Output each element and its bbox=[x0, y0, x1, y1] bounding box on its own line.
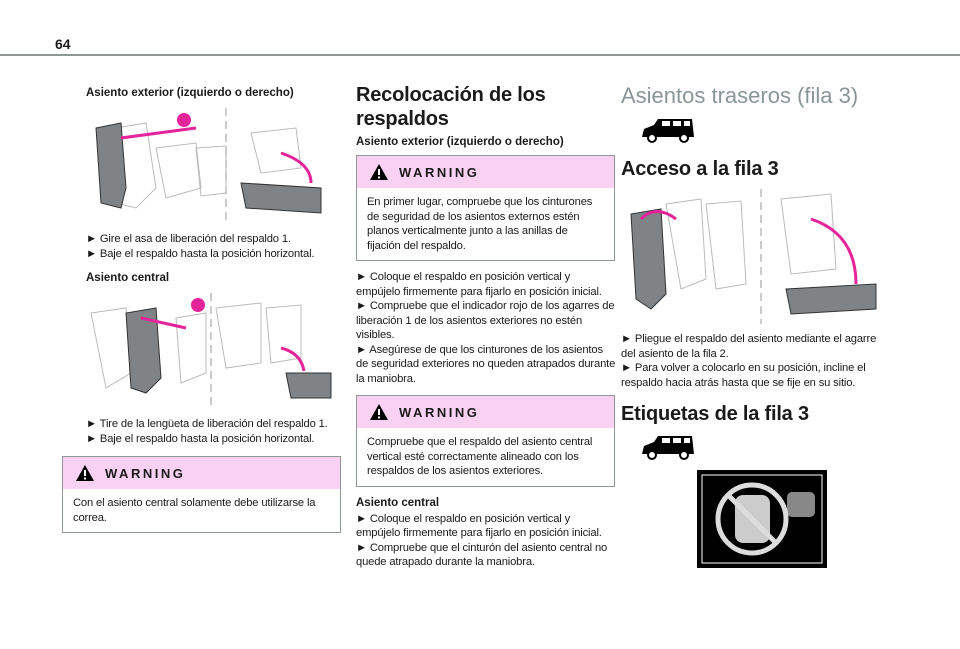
section-title-reposition: Recolocación de los respaldos bbox=[356, 84, 546, 130]
warning-text: En primer lugar, compruebe que los cintu… bbox=[367, 196, 593, 252]
warning-title: WARNING bbox=[399, 164, 480, 180]
bullet: ► Tire de la lengüeta de liberación del … bbox=[86, 418, 328, 430]
warning-box-central-strap: WARNING Con el asiento central solamente… bbox=[62, 456, 341, 533]
seat-fold-illustration-central bbox=[90, 293, 332, 405]
bullets-access-row3: ► Pliegue el respaldo del asiento median… bbox=[621, 332, 883, 390]
bullet: ► Compruebe que el cinturón del asiento … bbox=[356, 541, 608, 569]
callout-1 bbox=[177, 113, 191, 127]
heading-outer-seat: Asiento exterior (izquierdo o derecho) bbox=[86, 87, 294, 99]
bullets-central-seat: ► Tire de la lengüeta de liberación del … bbox=[86, 417, 342, 446]
heading-outer-seat-2: Asiento exterior (izquierdo o derecho) bbox=[356, 136, 564, 148]
section-labels-row3: Etiquetas de la fila 3 bbox=[621, 403, 809, 425]
bullet: ► Para volver a colocarlo en su posición… bbox=[621, 362, 866, 389]
column-1: Asiento exterior (izquierdo o derecho) ►… bbox=[62, 86, 342, 533]
bullet: ► Coloque el respaldo en posición vertic… bbox=[356, 512, 602, 540]
heading-central-seat-2: Asiento central bbox=[356, 496, 440, 509]
bullet: ► Baje el respaldo hasta la posición hor… bbox=[86, 247, 315, 260]
bullets-reposition: ► Coloque el respaldo en posición vertic… bbox=[356, 270, 616, 386]
bullet: ► Pliegue el respaldo del asiento median… bbox=[621, 333, 877, 360]
warning-title: WARNING bbox=[399, 404, 480, 420]
chapter-title-row3: Asientos traseros (fila 3) bbox=[621, 83, 859, 108]
section-access-row3: Acceso a la fila 3 bbox=[621, 158, 779, 180]
seat-fold-illustration-outer bbox=[95, 108, 322, 220]
warning-triangle-icon bbox=[76, 465, 94, 481]
bullet: ► Compruebe que el indicador rojo de los… bbox=[356, 300, 615, 341]
bullet: ► Asegúrese de que los cinturones de los… bbox=[356, 343, 616, 385]
van-icon bbox=[642, 436, 694, 460]
warning-triangle-icon bbox=[370, 404, 388, 420]
page-number: 64 bbox=[55, 36, 71, 52]
bullets-outer-seat: ► Gire el asa de liberación del respaldo… bbox=[86, 232, 342, 261]
bullet: ► Gire el asa de liberación del respaldo… bbox=[86, 233, 291, 245]
warning-box-belts: WARNING En primer lugar, compruebe que l… bbox=[356, 155, 615, 261]
bullets-central-reposition: ► Coloque el respaldo en posición vertic… bbox=[356, 512, 616, 570]
row3-access-illustration bbox=[630, 189, 877, 324]
bullet: ► Coloque el respaldo en posición vertic… bbox=[356, 271, 602, 298]
column-2: Recolocación de los respaldos Asiento ex… bbox=[356, 83, 616, 570]
warning-text: Compruebe que el respaldo del asiento ce… bbox=[367, 436, 593, 477]
bullet: ► Baje el respaldo hasta la posición hor… bbox=[86, 432, 315, 445]
header-rule bbox=[0, 54, 960, 56]
van-icon bbox=[642, 119, 694, 143]
warning-text: Con el asiento central solamente debe ut… bbox=[73, 497, 316, 524]
warning-title: WARNING bbox=[105, 465, 186, 481]
warning-box-alignment: WARNING Compruebe que el respaldo del as… bbox=[356, 395, 615, 487]
heading-central-seat: Asiento central bbox=[86, 272, 170, 284]
no-child-seat-label bbox=[697, 470, 827, 568]
warning-triangle-icon bbox=[370, 164, 388, 180]
column-3: Asientos traseros (fila 3) Acceso a la f… bbox=[621, 83, 883, 568]
